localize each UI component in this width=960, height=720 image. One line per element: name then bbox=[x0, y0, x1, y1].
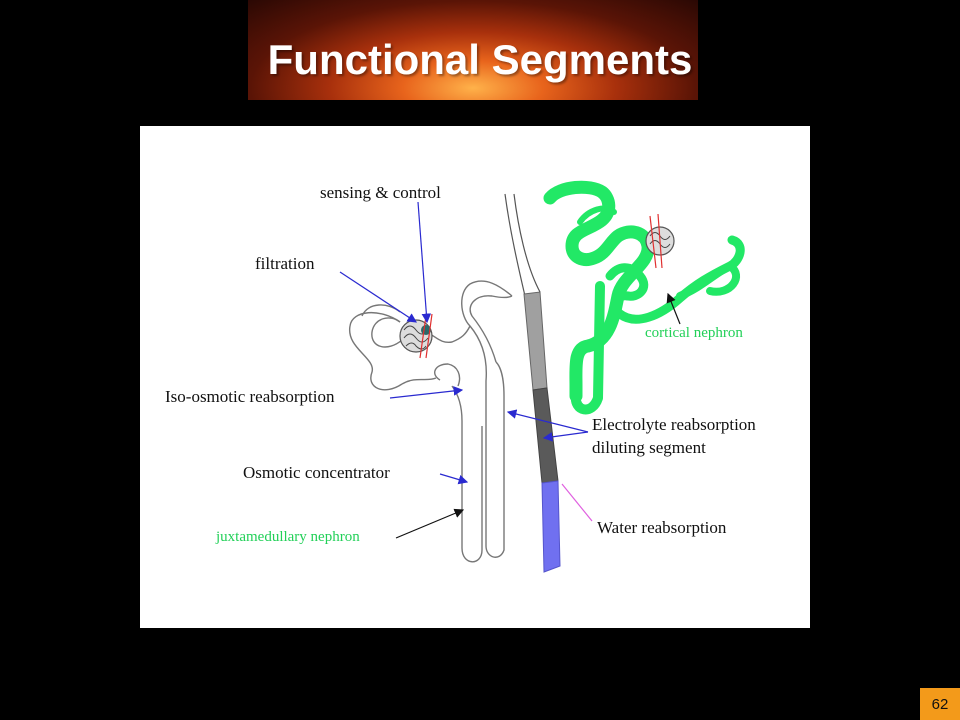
label-iso-osmotic: Iso-osmotic reabsorption bbox=[165, 387, 335, 406]
arrow-iso-osmotic bbox=[389, 386, 464, 399]
cortical-nephron bbox=[543, 180, 745, 415]
label-electrolyte: Electrolyte reabsorption bbox=[592, 415, 756, 434]
arrow-juxtamedullary bbox=[395, 508, 465, 539]
collecting-duct bbox=[504, 193, 561, 573]
arrow-osmotic-concentrator bbox=[439, 473, 469, 485]
pointer-arrows bbox=[339, 201, 681, 539]
slide-title: Functional Segments bbox=[267, 36, 693, 83]
arrow-water bbox=[561, 483, 593, 522]
label-filtration: filtration bbox=[255, 254, 315, 273]
arrow-filtration bbox=[339, 271, 418, 323]
arrow-cortical bbox=[666, 292, 681, 325]
arrow-electrolyte-1 bbox=[506, 409, 589, 433]
nephron-diagram: sensing & control filtration Iso-osmotic… bbox=[140, 126, 810, 628]
nephron-svg: sensing & control filtration Iso-osmotic… bbox=[165, 180, 756, 573]
arrow-electrolyte-2 bbox=[542, 431, 589, 442]
label-osmotic-concentrator: Osmotic concentrator bbox=[243, 463, 390, 482]
page-number: 62 bbox=[920, 688, 960, 720]
label-juxtamedullary: juxtamedullary nephron bbox=[215, 529, 360, 545]
arrow-sensing-control bbox=[417, 201, 432, 324]
label-diluting: diluting segment bbox=[592, 438, 706, 457]
label-sensing-control: sensing & control bbox=[320, 183, 441, 202]
cortical-glomerulus bbox=[645, 213, 675, 269]
label-water: Water reabsorption bbox=[597, 518, 727, 537]
label-cortical: cortical nephron bbox=[645, 325, 743, 341]
title-background bbox=[248, 0, 698, 100]
